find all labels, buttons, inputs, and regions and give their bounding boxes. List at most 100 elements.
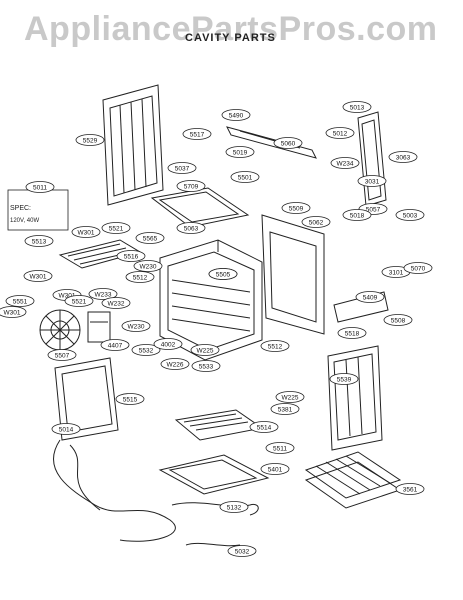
callout-bubble (116, 250, 146, 262)
callout-bubble (395, 483, 425, 495)
callout-bubble (273, 137, 303, 149)
callout-bubble (225, 146, 255, 158)
callout-label: W233 (95, 291, 112, 298)
callout-5070: 5070 (403, 262, 433, 274)
callout-label: 5516 (124, 253, 139, 260)
callout-5516: 5516 (116, 250, 146, 262)
callout-label: 5501 (238, 174, 253, 181)
callout-bubble (115, 393, 145, 405)
callout-bubble (176, 180, 206, 192)
callout-w301: W301 (23, 270, 53, 282)
callout-bubble (342, 209, 372, 221)
callout-label: 5511 (273, 445, 287, 452)
callout-label: 5505 (216, 271, 231, 278)
callout-label: 5063 (184, 225, 199, 232)
callout-bubble (388, 151, 418, 163)
callout-label: W301 (59, 292, 76, 299)
spec-box: SPEC: 120V, 40W (7, 189, 69, 231)
callout-w225: W225 (190, 344, 220, 356)
callout-label: 5013 (350, 104, 365, 111)
callout-bubble (221, 109, 251, 121)
callout-bubble (325, 127, 355, 139)
callout-5011: 5011 (25, 181, 55, 193)
callout-5532: 5532 (131, 344, 161, 356)
callout-label: 5508 (391, 317, 406, 324)
callout-bubble (160, 358, 190, 370)
callout-5018: 5018 (342, 209, 372, 221)
fan-motor-part (87, 311, 111, 343)
callout-4002: 4002 (153, 338, 183, 350)
callout-5508: 5508 (383, 314, 413, 326)
callout-label: W225 (197, 347, 214, 354)
callout-label: 5062 (309, 219, 324, 226)
callout-bubble (301, 216, 331, 228)
callout-3063: 3063 (388, 151, 418, 163)
oven-cavity-part (159, 239, 263, 361)
callout-label: 5539 (337, 376, 352, 383)
callout-w230: W230 (121, 320, 151, 332)
callout-bubble (125, 271, 155, 283)
callout-bubble (260, 340, 290, 352)
callout-bubble (208, 268, 238, 280)
callout-5533: 5533 (191, 360, 221, 372)
callout-label: W301 (78, 229, 95, 236)
callout-label: 5032 (235, 548, 250, 555)
callout-label: 5057 (366, 206, 381, 213)
callout-label: 5533 (199, 363, 214, 370)
bottom-tray-part (158, 454, 270, 495)
callout-label: 5512 (133, 274, 148, 281)
callout-label: 5060 (281, 140, 296, 147)
callout-5063: 5063 (176, 222, 206, 234)
side-wall-part (327, 345, 383, 451)
callout-label: W230 (128, 323, 145, 330)
callout-bubble (135, 232, 165, 244)
callout-w232: W232 (101, 297, 131, 309)
callout-bubble (330, 157, 360, 169)
callout-5014: 5014 (51, 423, 81, 435)
callout-5013: 5013 (342, 101, 372, 113)
callout-bubble (0, 306, 27, 318)
callout-label: 5509 (289, 205, 304, 212)
callout-bubble (71, 226, 101, 238)
callout-5709: 5709 (176, 180, 206, 192)
callout-label: 3063 (396, 154, 411, 161)
callout-bubble (337, 327, 367, 339)
callout-bubble (25, 181, 55, 193)
callout-w230: W230 (133, 260, 163, 272)
callout-bubble (153, 338, 183, 350)
callout-w226: W226 (160, 358, 190, 370)
side-panel-part (357, 111, 387, 207)
oven-rack-part (304, 451, 402, 509)
callout-bubble (265, 442, 295, 454)
callout-bubble (121, 320, 151, 332)
callout-label: 3101 (389, 269, 404, 276)
callout-bubble (167, 162, 197, 174)
callout-5062: 5062 (301, 216, 331, 228)
callout-label: 5132 (227, 504, 242, 511)
callout-label: 5070 (411, 265, 426, 272)
callout-bubble (47, 349, 77, 361)
callout-5032: 5032 (227, 545, 257, 557)
callout-label: 5514 (257, 424, 272, 431)
callout-bubble (260, 463, 290, 475)
callout-bubble (357, 175, 387, 187)
callout-bubble (329, 373, 359, 385)
callout-bubble (131, 344, 161, 356)
callout-label: 5381 (278, 406, 293, 413)
callout-5409: 5409 (355, 291, 385, 303)
callout-5401: 5401 (260, 463, 290, 475)
callout-5381: 5381 (270, 403, 300, 415)
watermark: AppliancePartsPros.com (24, 10, 438, 48)
callout-bubble (342, 101, 372, 113)
callout-bubble (281, 202, 311, 214)
callout-bubble (190, 344, 220, 356)
callout-label: 5512 (268, 343, 283, 350)
callout-bubble (219, 501, 249, 513)
convection-fan-part (39, 309, 81, 351)
callout-label: 5513 (32, 238, 47, 245)
callout-5551: 5551 (5, 295, 35, 307)
callout-label: 5507 (55, 352, 70, 359)
callout-5521: 5521 (64, 295, 94, 307)
